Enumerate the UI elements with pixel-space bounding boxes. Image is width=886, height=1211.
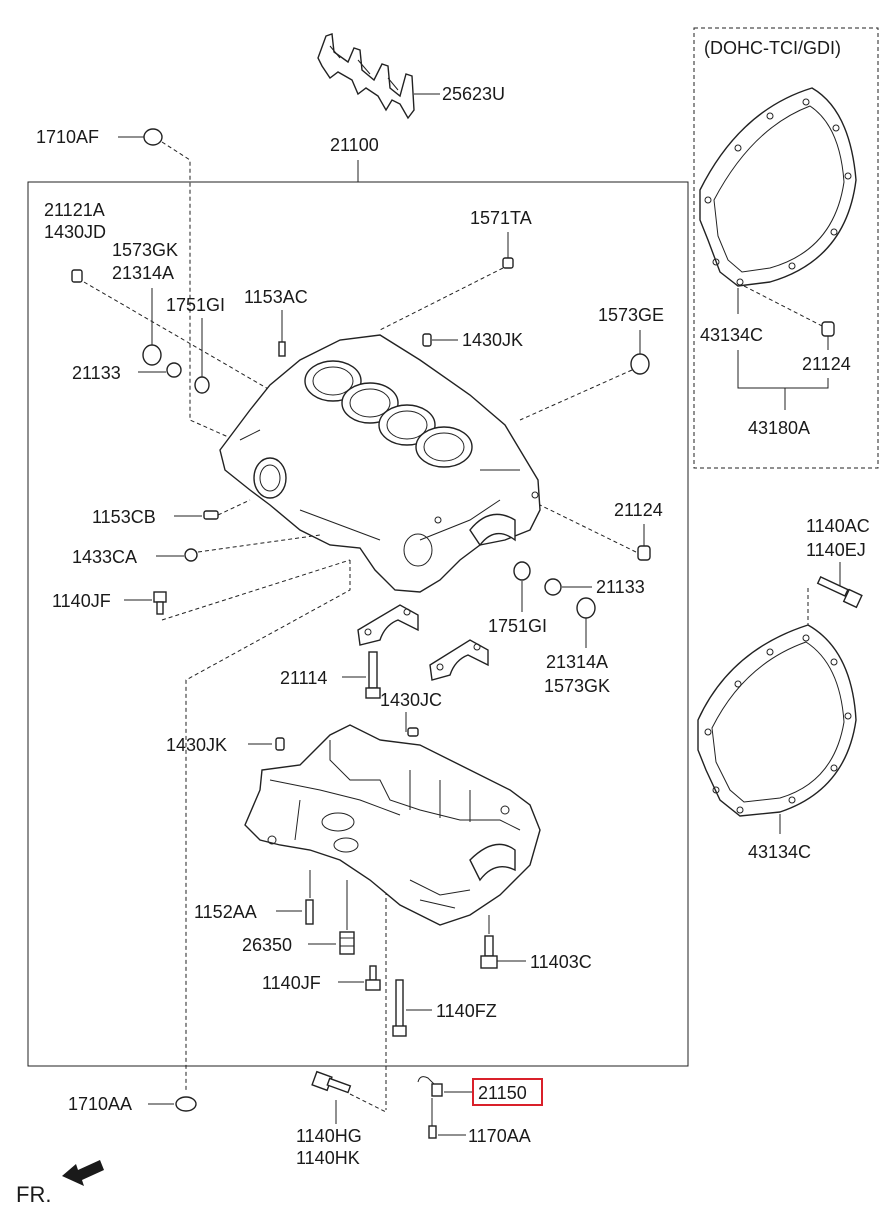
label-11403c: 11403C xyxy=(530,952,592,972)
label-1430jk-top: 1430JK xyxy=(462,330,523,350)
oring-1710aa-drawing xyxy=(175,1096,197,1112)
oring-1751gi-right-drawing xyxy=(513,561,531,581)
stud-1153ac-drawing xyxy=(278,341,286,357)
label-1571ta: 1571TA xyxy=(470,208,532,228)
piston-jet-21150-drawing xyxy=(417,1076,443,1097)
label-1573ge: 1573GE xyxy=(598,305,664,325)
label-21133-left: 21133 xyxy=(72,363,121,383)
gasket-43134c-inset-drawing xyxy=(699,87,857,287)
bolt-1140jf-left-drawing xyxy=(153,591,167,615)
pin-1430jk-bottom-drawing xyxy=(275,737,285,751)
label-1430jc: 1430JC xyxy=(380,690,442,710)
label-1430jk-bottom: 1430JK xyxy=(166,735,227,755)
label-1751gi-right: 1751GI xyxy=(488,616,547,636)
bolt-1140hg-drawing xyxy=(311,1070,352,1094)
label-21314a-left: 21314A xyxy=(112,263,174,283)
label-1140ej: 1140EJ xyxy=(806,540,866,560)
label-1153cb: 1153CB xyxy=(92,507,156,527)
label-1153ac: 1153AC xyxy=(244,287,308,307)
label-21133-right: 21133 xyxy=(596,577,645,597)
label-1170aa: 1170AA xyxy=(468,1126,531,1146)
stud-1152aa-drawing xyxy=(305,899,314,925)
front-direction-label: FR. xyxy=(16,1182,51,1207)
label-21150[interactable]: 21150 xyxy=(478,1083,527,1103)
label-26350: 26350 xyxy=(242,935,292,955)
variant-label: (DOHC-TCI/GDI) xyxy=(704,38,841,58)
label-43134c-bottom: 43134C xyxy=(748,842,811,862)
main-bolt-21114-drawing xyxy=(365,651,381,699)
label-1430jd: 1430JD xyxy=(44,222,106,242)
label-1751gi-left: 1751GI xyxy=(166,295,225,315)
dowel-21121a-drawing xyxy=(71,269,83,283)
plug-21133-left-drawing xyxy=(166,362,182,378)
label-21314a-right: 21314A xyxy=(546,652,608,672)
sensor-26350-drawing xyxy=(339,931,355,955)
cylinder-block-drawing xyxy=(219,334,541,593)
dowel-21124-inset-drawing xyxy=(821,321,835,337)
label-21100: 21100 xyxy=(330,135,379,155)
label-43134c-top: 43134C xyxy=(700,325,763,345)
oring-1710af-drawing xyxy=(143,128,163,146)
pin-1430jc-drawing xyxy=(407,727,419,737)
cap-21314a-right-drawing xyxy=(576,597,596,619)
plug-1573ge-drawing xyxy=(630,353,650,375)
ladder-frame-drawing xyxy=(244,724,541,926)
label-21124-right: 21124 xyxy=(614,500,663,520)
label-1140jf-left: 1140JF xyxy=(52,591,111,611)
screw-1170aa-drawing xyxy=(428,1125,437,1139)
plug-21133-right-drawing xyxy=(544,578,562,596)
label-1140jf-bottom: 1140JF xyxy=(262,973,321,993)
variant-inset-frame xyxy=(693,27,879,469)
label-1573gk-right: 1573GK xyxy=(544,676,610,696)
plug-1433ca-drawing xyxy=(184,548,198,562)
label-21121a: 21121A xyxy=(44,200,105,220)
bolt-11403c-drawing xyxy=(480,935,498,969)
gasket-43134c-lower-drawing xyxy=(697,624,857,817)
bearing-cap-left-drawing xyxy=(357,604,419,646)
pin-1430jk-top-drawing xyxy=(422,333,432,347)
front-arrow-icon xyxy=(62,1160,104,1186)
label-1710af: 1710AF xyxy=(36,127,99,147)
label-1573gk-left: 1573GK xyxy=(112,240,178,260)
dowel-21124-right-drawing xyxy=(637,545,651,561)
block-assembly-frame xyxy=(27,181,689,1067)
highlight-box-21150 xyxy=(472,1078,543,1106)
label-1140hg: 1140HG xyxy=(296,1126,362,1146)
label-25623u: 25623U xyxy=(442,84,505,104)
bolt-1140fz-drawing xyxy=(392,979,407,1037)
label-21124-inset: 21124 xyxy=(802,354,851,374)
label-21114: 21114 xyxy=(280,668,327,688)
oring-1751gi-left-drawing xyxy=(194,376,210,394)
cap-21314a-left-drawing xyxy=(142,344,162,366)
label-1710aa: 1710AA xyxy=(68,1094,132,1114)
label-1140hk: 1140HK xyxy=(296,1148,360,1168)
label-1433ca: 1433CA xyxy=(72,547,137,567)
bearing-cap-right-drawing xyxy=(429,639,489,681)
bolt-1140ac-drawing xyxy=(816,576,863,609)
label-1140ac: 1140AC xyxy=(806,516,870,536)
label-1140fz: 1140FZ xyxy=(436,1001,497,1021)
plug-1153cb-drawing xyxy=(203,510,219,520)
plug-1571ta-drawing xyxy=(502,257,514,269)
label-1152aa: 1152AA xyxy=(194,902,257,922)
label-43180a: 43180A xyxy=(748,418,810,438)
bolt-1140jf-bottom-drawing xyxy=(365,965,381,991)
gasket-25623u-drawing xyxy=(317,33,415,120)
